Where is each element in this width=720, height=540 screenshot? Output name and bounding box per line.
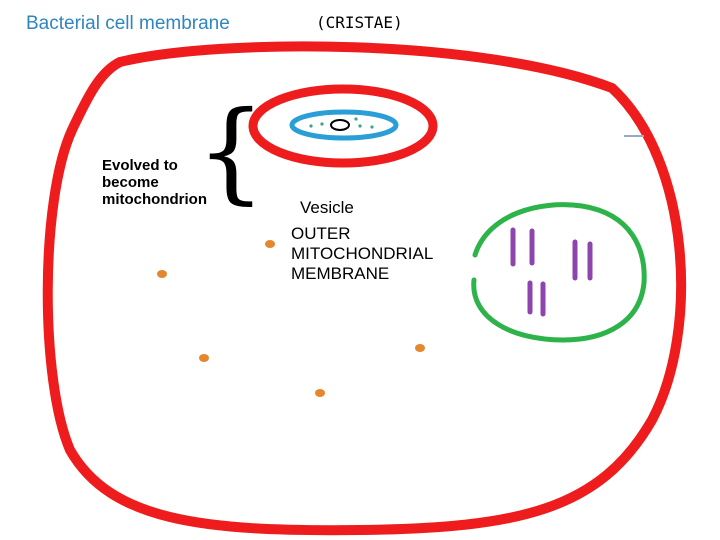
vesicle-dot	[320, 122, 324, 126]
diagram-subtitle: (CRISTAE)	[316, 13, 403, 32]
orange-dot	[199, 354, 209, 362]
vesicle-dot	[354, 117, 358, 121]
diagram-title: Bacterial cell membrane	[26, 13, 230, 34]
vesicle-dot	[370, 125, 374, 129]
orange-dot	[415, 344, 425, 352]
vesicle-dot	[358, 124, 362, 128]
evolved-label-line: mitochondrion	[102, 191, 207, 208]
outer-membrane-label-line: MEMBRANE	[291, 264, 390, 283]
evolved-label-line: become	[102, 174, 159, 191]
evolved-label: Evolved to become mitochondrion	[102, 157, 207, 208]
evolved-label-line: Evolved to	[102, 157, 178, 174]
orange-dot	[265, 240, 275, 248]
cell-membrane	[42, 41, 687, 536]
curly-brace: {	[196, 87, 266, 215]
outer-membrane-label-line: MITOCHONDRIAL	[291, 244, 434, 263]
vesicle-core	[330, 119, 350, 131]
outer-membrane-label: OUTER MITOCHONDRIAL MEMBRANE	[291, 224, 433, 284]
green-body	[471, 202, 647, 343]
orange-dot	[157, 270, 167, 278]
vesicle-inner	[289, 109, 399, 141]
outer-membrane-label-line: OUTER	[291, 224, 351, 243]
vesicle-label: Vesicle	[300, 198, 354, 217]
vesicle-outer-membrane	[248, 84, 438, 168]
vesicle-dot	[309, 124, 313, 128]
orange-dot	[315, 389, 325, 397]
